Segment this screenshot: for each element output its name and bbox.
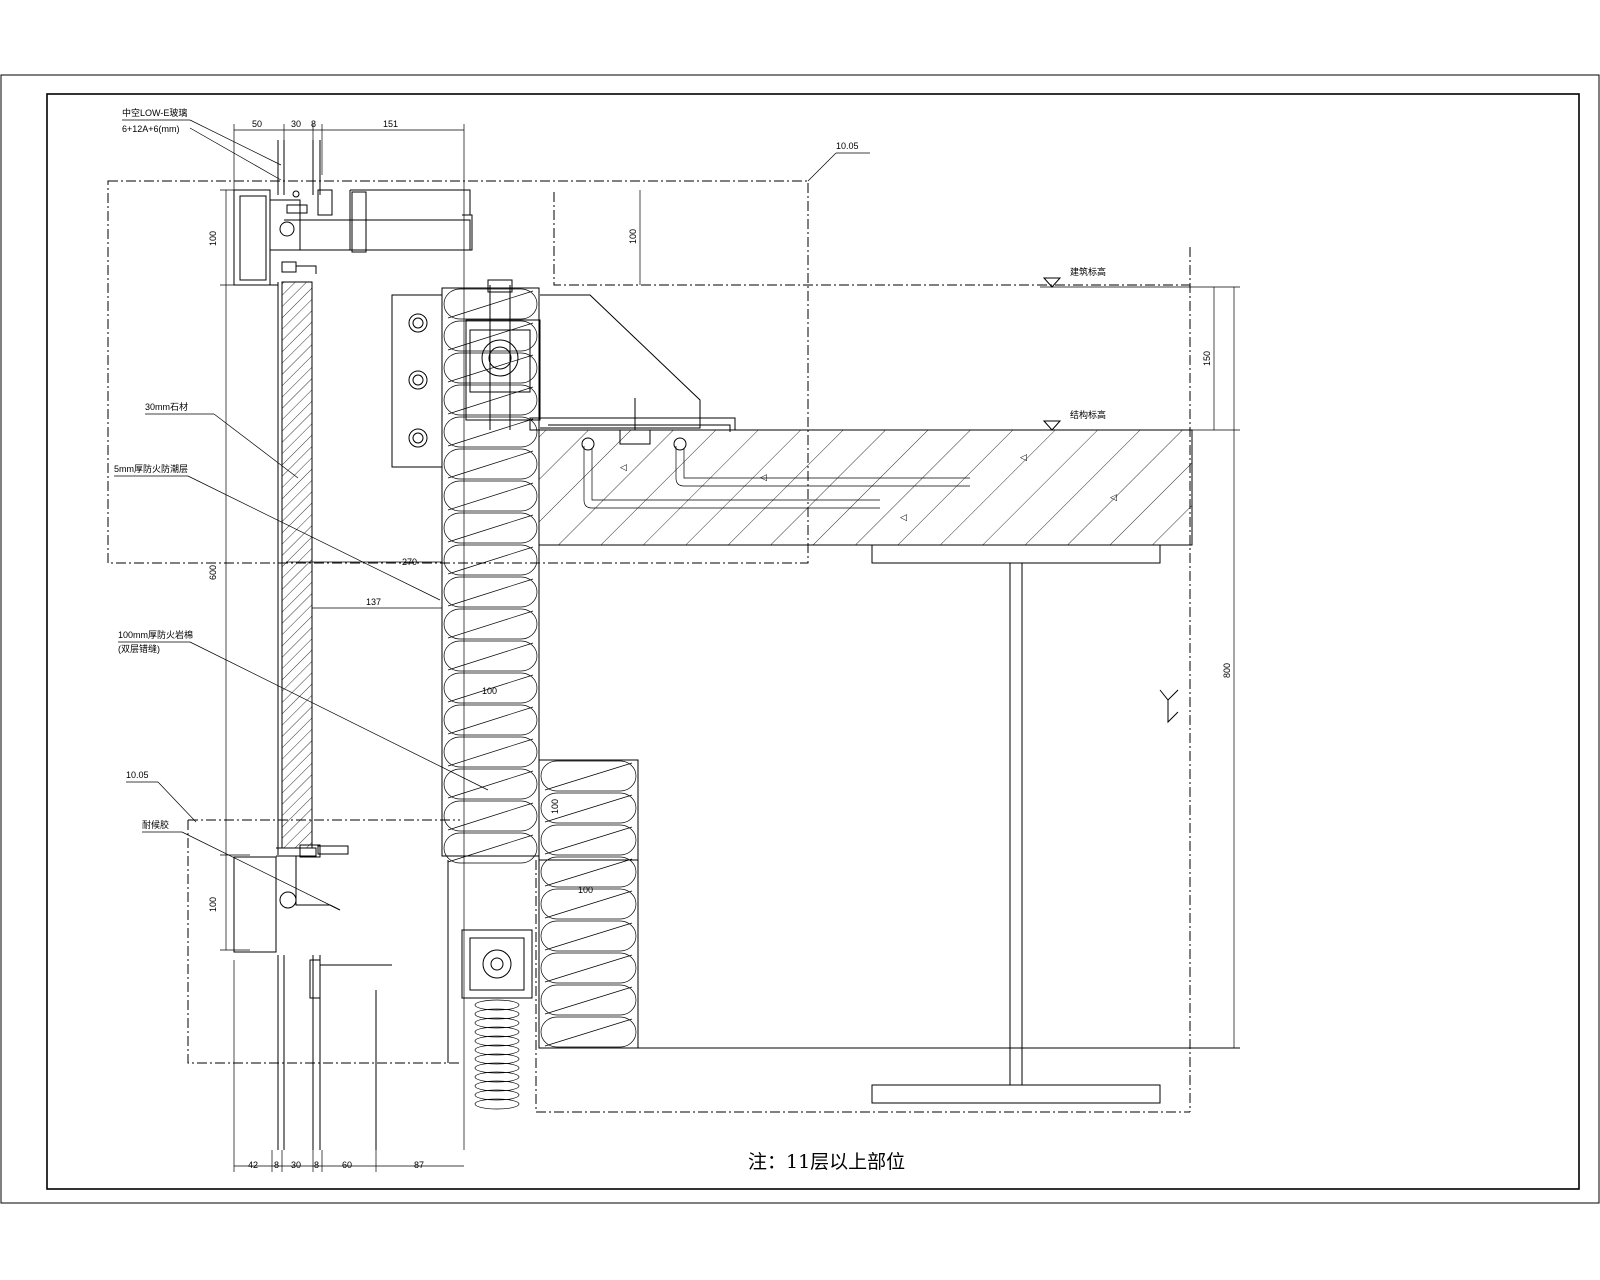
- dim-v-100-bottom: 100: [208, 897, 218, 912]
- dim-insul-100-b: 100: [578, 885, 593, 895]
- insulation-loop: [540, 1016, 637, 1048]
- insulation-loop: [443, 288, 538, 320]
- dim-bottom-42: 42: [248, 1160, 258, 1170]
- label-node-top: 10.05: [836, 141, 859, 151]
- spring-coil: [474, 1044, 520, 1056]
- concrete-slab: ◁ ◁ ◁ ◁ ◁: [529, 398, 1193, 546]
- insulation-loop: [443, 608, 538, 640]
- insulation-loop: [443, 736, 538, 768]
- label-glass-top-2: 6+12A+6(mm): [122, 124, 180, 134]
- top-glazing-assembly: [233, 140, 473, 286]
- insulation-loop: [540, 792, 637, 824]
- label-stone-panel: 30mm石材: [145, 401, 188, 412]
- spring-coil: [474, 1035, 520, 1047]
- insulation-loop: [443, 576, 538, 608]
- bottom-dimension-chain: 42 8 30 8 60 87: [233, 960, 464, 1172]
- insulation-loop: [540, 888, 637, 920]
- top-dimension-chain: 50 30 8 151: [233, 119, 465, 1150]
- insulation-loop: [443, 416, 538, 448]
- dim-270: 270: [402, 557, 417, 567]
- stone-panel: [277, 281, 313, 855]
- insulation-loop: [443, 800, 538, 832]
- dim-v-150: 150: [1202, 351, 1212, 366]
- left-dimension-chain: 100 600 100 100: [208, 189, 641, 951]
- label-membrane: 5mm厚防火防潮层: [114, 463, 188, 474]
- insulation-loop: [443, 384, 538, 416]
- steel-bracket: [391, 279, 701, 468]
- dim-bottom-8b: 8: [314, 1160, 319, 1170]
- insulation-loop: [443, 448, 538, 480]
- outer-border: [0, 74, 1600, 1204]
- level-arch-label: 建筑标高: [1070, 266, 1106, 277]
- insulation-loop: [443, 320, 538, 352]
- steel-tube: [461, 929, 533, 1110]
- steel-i-beam: [638, 544, 1240, 1104]
- spring-coil: [474, 1080, 520, 1092]
- dim-bottom-87: 87: [414, 1160, 424, 1170]
- inner-border: [46, 93, 1580, 1190]
- spring-coil: [474, 1062, 520, 1074]
- spring-coil: [474, 999, 520, 1011]
- insulation-loop: [443, 768, 538, 800]
- insulation-loop: [540, 952, 637, 984]
- dim-v-100-top: 100: [208, 231, 218, 246]
- spring-coil: [474, 1071, 520, 1083]
- insulation-loop: [540, 856, 637, 888]
- insulation-loop: [540, 760, 637, 792]
- insulation-loop: [443, 832, 538, 864]
- level-struct-label: 结构标高: [1070, 409, 1106, 420]
- insulation-main: 100: [441, 287, 540, 864]
- dim-insul-100-a: 100: [482, 686, 497, 696]
- spring-coil: [474, 1053, 520, 1065]
- label-glass-top-1: 中空LOW-E玻璃: [122, 107, 187, 118]
- svg-text:◁: ◁: [900, 512, 907, 522]
- dim-v-800: 800: [1222, 663, 1232, 678]
- dim-v-600: 600: [208, 565, 218, 580]
- insulation-loop: [443, 672, 538, 704]
- drawing-note: 注：11层以上部位: [748, 1151, 905, 1173]
- dim-top-151: 151: [383, 119, 398, 129]
- label-sealant: 耐候胶: [142, 819, 169, 830]
- svg-text:◁: ◁: [620, 462, 627, 472]
- detail-callouts: [107, 180, 1191, 1113]
- label-insulation-2: (双层错缝): [118, 643, 160, 654]
- spring-coil: [474, 1098, 520, 1110]
- svg-text:◁: ◁: [1110, 492, 1117, 502]
- dim-137: 137: [366, 597, 381, 607]
- insulation-loop: [540, 920, 637, 952]
- dim-v-100-right: 100: [628, 229, 638, 244]
- spring-coil: [474, 1089, 520, 1101]
- inner-dimensions: 270 137: [286, 557, 442, 609]
- spring-coil: [474, 1017, 520, 1029]
- spring-coil: [474, 1008, 520, 1020]
- dim-top-50: 50: [252, 119, 262, 129]
- dim-top-8: 8: [311, 119, 316, 129]
- level-marks: 建筑标高 结构标高 150 800: [1040, 266, 1240, 1048]
- label-insulation-1: 100mm厚防火岩棉: [118, 629, 193, 640]
- insulation-lower: 100 100: [538, 759, 639, 1049]
- spring-coil: [474, 1026, 520, 1038]
- insulation-loop: [540, 984, 637, 1016]
- left-labels: 中空LOW-E玻璃 6+12A+6(mm) 30mm石材 5mm厚防火防潮层 1…: [114, 107, 870, 909]
- insulation-loop: [540, 824, 637, 856]
- svg-text:◁: ◁: [1020, 452, 1027, 462]
- bottom-glazing-assembly: [233, 844, 449, 1150]
- dim-v-insul-100: 100: [550, 799, 560, 814]
- dim-bottom-8a: 8: [274, 1160, 279, 1170]
- insulation-loop: [443, 640, 538, 672]
- label-node-bottom: 10.05: [126, 770, 149, 780]
- insulation-loop: [443, 352, 538, 384]
- insulation-loop: [443, 512, 538, 544]
- insulation-loop: [443, 704, 538, 736]
- dim-bottom-30: 30: [291, 1160, 301, 1170]
- dim-bottom-60: 60: [342, 1160, 352, 1170]
- insulation-loop: [443, 480, 538, 512]
- svg-text:◁: ◁: [760, 472, 767, 482]
- dim-top-30: 30: [291, 119, 301, 129]
- insulation-loop: [443, 544, 538, 576]
